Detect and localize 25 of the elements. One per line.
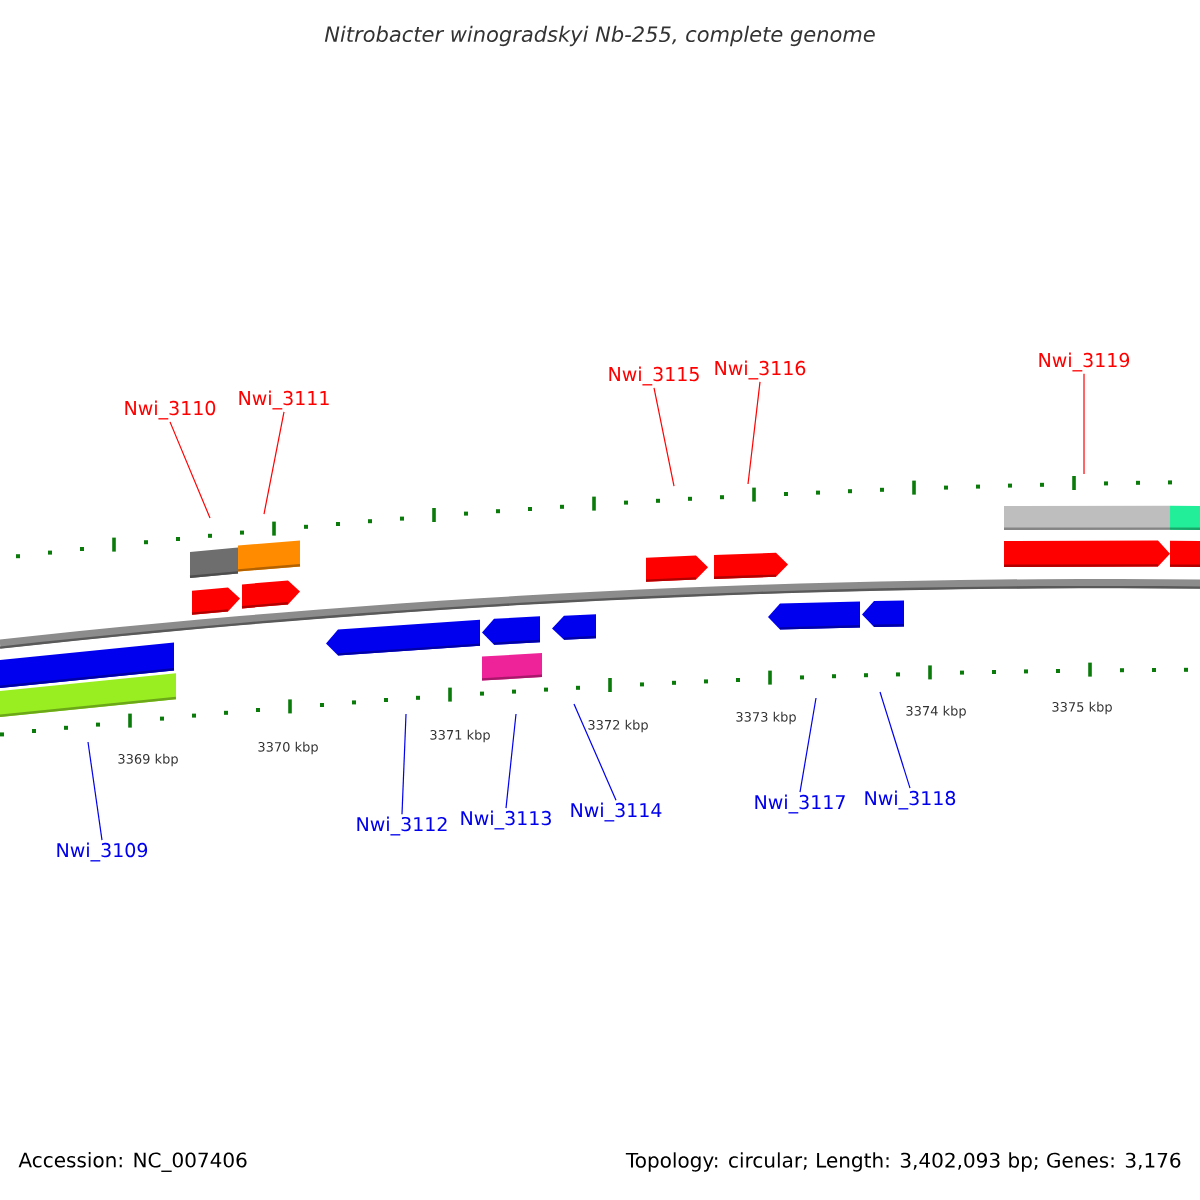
gene-label: Nwi_3119 — [1039, 352, 1130, 372]
leader-line — [169, 421, 211, 519]
leader-line — [747, 381, 761, 485]
leader-line — [653, 387, 675, 487]
title: Nitrobacter winogradskyi Nb-255, complete genome — [324, 25, 875, 47]
gene-label: Nwi_3112 — [357, 816, 447, 836]
gene-label: Nwi_3114 — [571, 802, 662, 822]
leader-line — [87, 741, 103, 841]
leader-line — [573, 703, 617, 801]
footer-text: Topology: circular; Length: 3,402,093 bp; Genes: 3,176 — [625, 1152, 1181, 1172]
leader-line — [401, 713, 407, 815]
leader-line — [1083, 373, 1085, 475]
gene-label: Nwi_3116 — [715, 360, 806, 380]
gene-label: Nwi_3113 — [461, 810, 551, 830]
leader-line — [799, 697, 817, 793]
gene-label: Nwi_3115 — [609, 366, 699, 386]
leader-line — [505, 713, 517, 809]
gene-label: Nwi_3118 — [865, 790, 956, 810]
gene-label: Nwi_3109 — [57, 842, 148, 862]
leader-line — [263, 411, 285, 515]
leader-line — [879, 691, 911, 789]
gene-label: Nwi_3111 — [239, 390, 329, 410]
footer-text: Accession: NC_007406 — [18, 1152, 247, 1172]
gene-label: Nwi_3117 — [755, 794, 845, 814]
gene-label: Nwi_3110 — [125, 400, 216, 420]
